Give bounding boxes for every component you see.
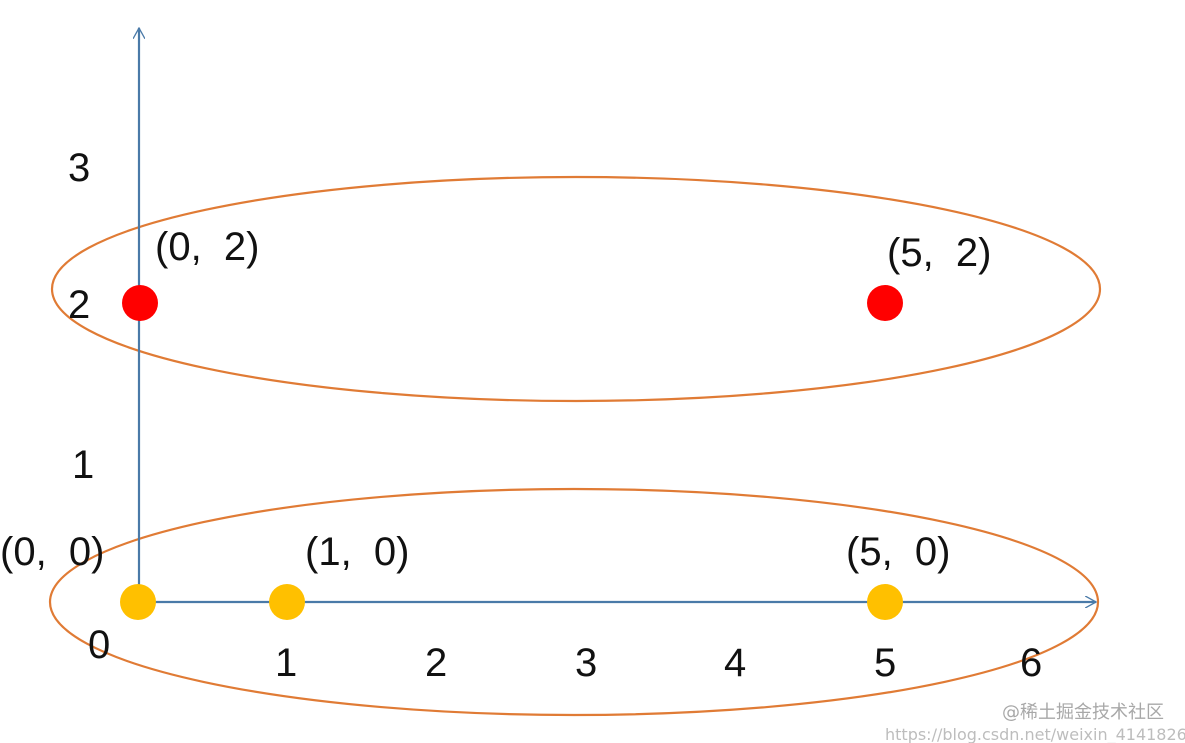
y-tick-label-2: 2	[68, 283, 90, 327]
y-tick-label-1: 1	[72, 443, 94, 487]
x-tick-label-0: 0	[88, 623, 110, 667]
point-label-5-2: (5, 2)	[887, 231, 991, 275]
point-0-0	[120, 584, 156, 620]
watermark-url: https://blog.csdn.net/weixin_41418263	[885, 725, 1185, 743]
point-0-2	[122, 285, 158, 321]
point-label-0-0: (0, 0)	[0, 530, 104, 574]
x-tick-label-3: 3	[575, 641, 597, 685]
y-tick-label-3: 3	[68, 146, 90, 190]
point-label-0-2: (0, 2)	[155, 225, 259, 269]
x-tick-label-1: 1	[275, 641, 297, 685]
group-ellipse-top	[50, 175, 1102, 403]
point-label-5-0: (5, 0)	[846, 530, 950, 574]
x-tick-label-5: 5	[874, 641, 896, 685]
point-5-2	[867, 285, 903, 321]
watermark-brand: @稀土掘金技术社区	[1002, 702, 1164, 723]
x-tick-label-2: 2	[425, 641, 447, 685]
point-1-0	[269, 584, 305, 620]
x-tick-label-4: 4	[724, 641, 746, 685]
point-label-1-0: (1, 0)	[305, 530, 409, 574]
x-tick-label-6: 6	[1020, 641, 1042, 685]
point-5-0	[867, 584, 903, 620]
group-ellipse-bottom	[48, 487, 1100, 717]
